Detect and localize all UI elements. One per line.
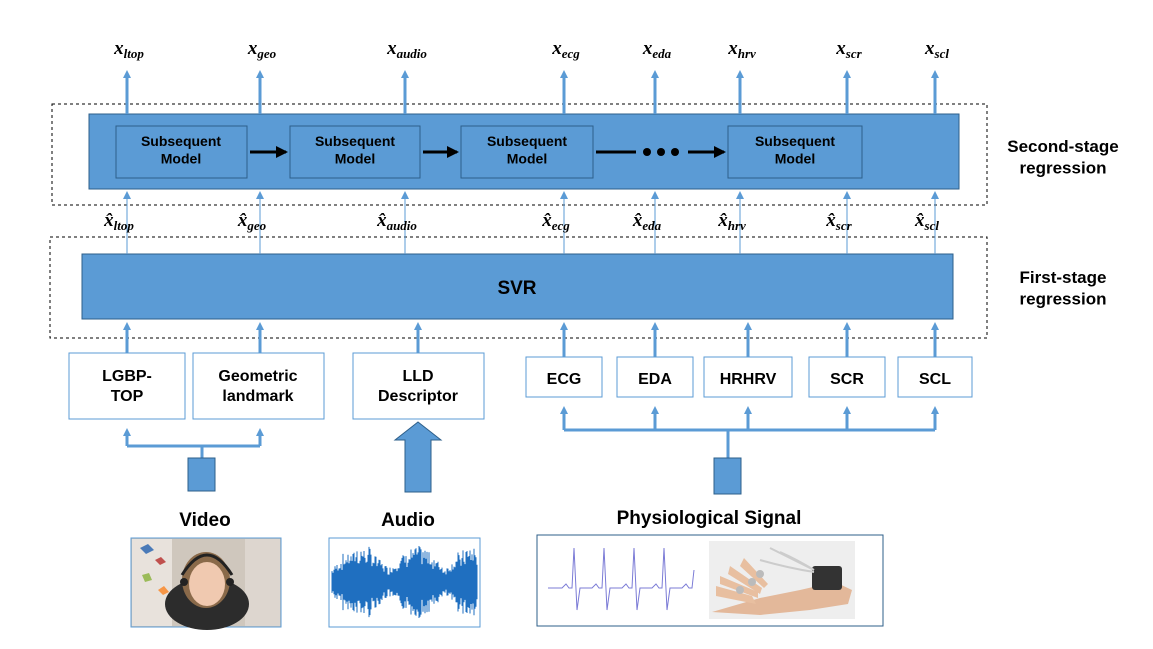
- physio-panel: [536, 534, 884, 627]
- video-thumbnail: [130, 537, 282, 630]
- output-label-ltop: xltop: [113, 38, 144, 61]
- ellipsis-dot: [657, 148, 665, 156]
- feature-label: SCR: [830, 371, 864, 388]
- output-label-ecg: xecg: [551, 38, 580, 61]
- physio-fork: [560, 406, 939, 458]
- audio-waveform: [328, 537, 481, 628]
- physio-source-block: [713, 457, 742, 495]
- feature-box-scl: SCL: [897, 356, 973, 398]
- first-stage-frame: [49, 236, 988, 339]
- intermediate-label-ecg: x̂ecg: [541, 210, 570, 233]
- feature-box-ecg: ECG: [525, 356, 603, 398]
- connections: [123, 70, 939, 357]
- output-labels: xltop xgeo xaudio xecg xeda xhrv xscr xscl: [113, 38, 949, 61]
- physio-label: Physiological Signal: [617, 508, 802, 529]
- intermediate-label-ltop: x̂ltop: [103, 210, 134, 233]
- intermediate-label-eda: x̂eda: [632, 210, 662, 233]
- intermediate-label-hrv: x̂hrv: [717, 210, 746, 233]
- feature-label: SCL: [919, 371, 951, 388]
- output-label-eda: xeda: [642, 38, 672, 61]
- feature-label: EDA: [638, 371, 672, 388]
- video-fork: [123, 428, 264, 458]
- output-label-audio: xaudio: [386, 38, 427, 61]
- feature-label: LGBP-TOP: [102, 368, 152, 405]
- intermediate-labels: x̂ltop x̂geo x̂audio x̂ecg x̂eda x̂hrv x̂scr x̂…: [103, 210, 939, 233]
- intermediate-label-scl: x̂scl: [914, 210, 939, 233]
- audio-block-arrow: [393, 421, 443, 493]
- feature-box-hrhrv: HRHRV: [703, 356, 793, 398]
- output-label-hrv: xhrv: [727, 38, 756, 61]
- ellipsis-dot: [643, 148, 651, 156]
- feature-box-lgbp-top: LGBP-TOP: [68, 352, 186, 420]
- ellipsis-dot: [671, 148, 679, 156]
- svr-block: [81, 253, 954, 320]
- feature-box-scr: SCR: [808, 356, 886, 398]
- hand-sensor-photo: [709, 541, 855, 619]
- svr-label: SVR: [497, 278, 536, 299]
- ecg-trace: [548, 547, 695, 611]
- output-label-scl: xscl: [924, 38, 949, 61]
- intermediate-label-audio: x̂audio: [376, 210, 417, 233]
- intermediate-label-scr: x̂scr: [825, 210, 852, 233]
- output-label-geo: xgeo: [247, 38, 277, 61]
- audio-label: Audio: [381, 510, 435, 531]
- feature-label: HRHRV: [720, 371, 777, 388]
- video-source-block: [187, 457, 216, 492]
- feature-label: ECG: [547, 371, 582, 388]
- second-stage-frame: [51, 103, 988, 206]
- feature-box-eda: EDA: [616, 356, 694, 398]
- output-label-scr: xscr: [835, 38, 862, 61]
- video-label: Video: [179, 510, 230, 531]
- intermediate-label-geo: x̂geo: [237, 210, 267, 233]
